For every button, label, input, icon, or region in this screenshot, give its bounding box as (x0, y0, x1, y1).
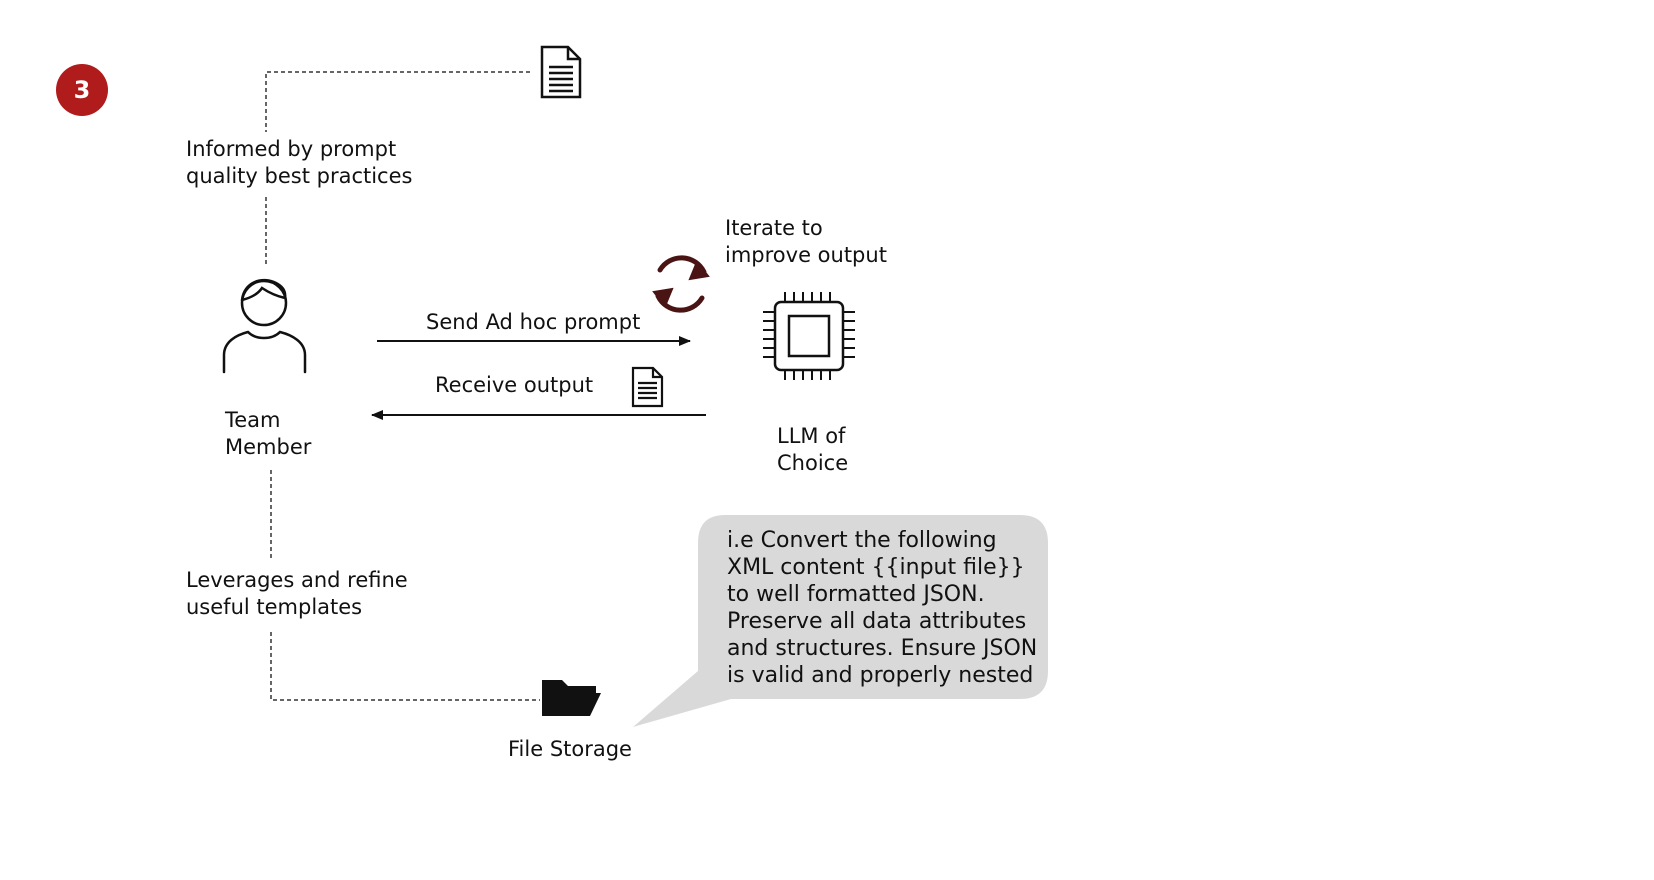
file-storage-label: File Storage (508, 737, 632, 761)
dashed-connector-top (265, 71, 530, 267)
informed-by-line-1: Informed by prompt (186, 137, 397, 161)
team-member-line-1: Team (225, 408, 281, 432)
output-document-icon (631, 366, 664, 408)
iterate-line-2: improve output (725, 243, 887, 267)
leverages-line-1: Leverages and refine (186, 568, 408, 592)
folder-open-icon (542, 680, 601, 716)
receive-output-label: Receive output (435, 373, 594, 397)
speech-bubble (633, 515, 1048, 727)
step-badge: 3 (56, 64, 108, 116)
leverages-label: Leverages and refine useful templates (186, 567, 408, 621)
llm-line-2: Choice (777, 451, 849, 475)
iterate-label: Iterate to improve output (725, 215, 887, 269)
llm-line-1: LLM of (777, 424, 846, 448)
example-prompt-text: i.e Convert the following XML content {{… (727, 528, 1038, 688)
team-member-label: Team Member (225, 407, 311, 461)
llm-label: LLM of Choice (777, 423, 848, 477)
send-prompt-label: Send Ad hoc prompt (426, 310, 641, 334)
cpu-chip-icon (763, 292, 855, 380)
document-icon (540, 45, 582, 99)
leverages-line-2: useful templates (186, 595, 363, 619)
dashed-connector-bottom (270, 470, 540, 701)
team-member-line-2: Member (225, 435, 312, 459)
person-icon (222, 278, 307, 374)
informed-by-label: Informed by prompt quality best practice… (186, 136, 412, 190)
refresh-cycle-icon (652, 255, 710, 313)
informed-by-line-2: quality best practices (186, 164, 413, 188)
iterate-line-1: Iterate to (725, 216, 823, 240)
